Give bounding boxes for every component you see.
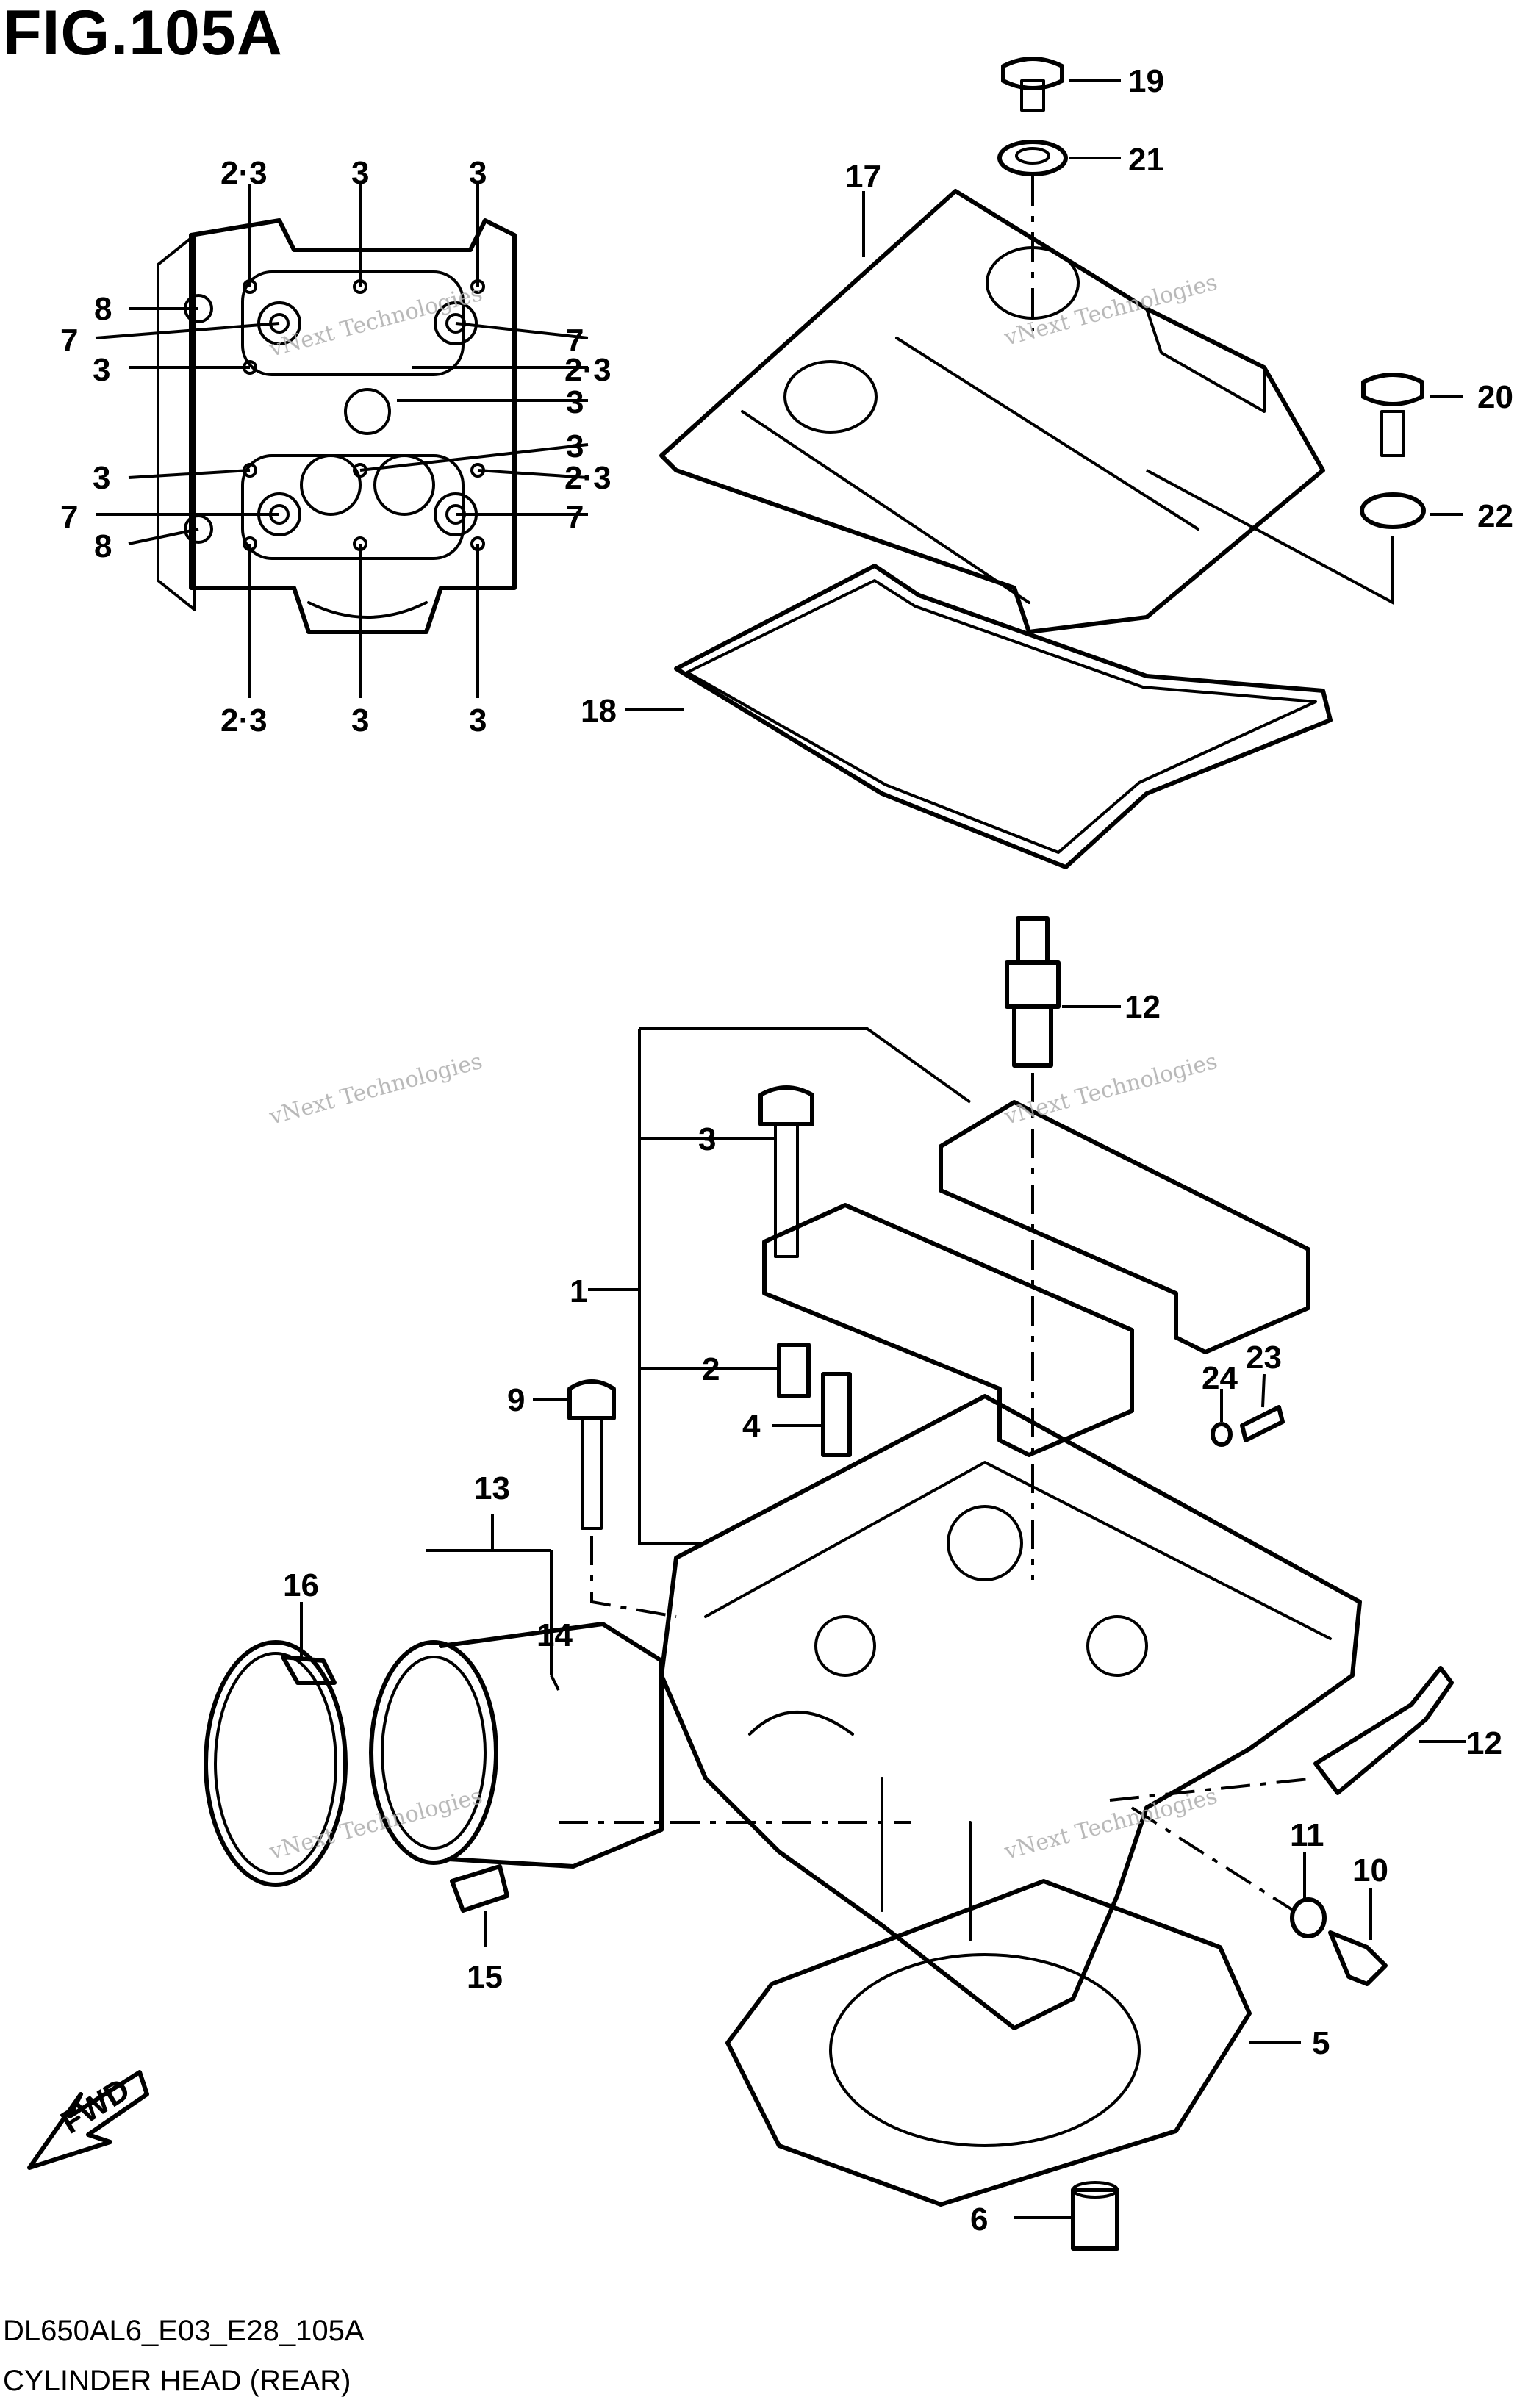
callout: 3 bbox=[93, 352, 110, 388]
callout: 6 bbox=[970, 2202, 988, 2238]
fwd-arrow-icon: FWD bbox=[27, 2070, 149, 2170]
callout: 7 bbox=[60, 323, 78, 359]
callout: 23 bbox=[1246, 1340, 1282, 1376]
callout: 11 bbox=[1290, 1817, 1324, 1853]
callout: 17 bbox=[845, 159, 881, 195]
callout: 12 bbox=[1466, 1725, 1502, 1761]
callout: 2·3 bbox=[220, 702, 268, 738]
callout: 3 bbox=[469, 702, 487, 738]
callout: 3 bbox=[93, 460, 110, 496]
callout: 3 bbox=[566, 428, 584, 464]
callout: 3 bbox=[351, 702, 369, 738]
callout: 1 bbox=[570, 1273, 587, 1309]
valve-cover bbox=[625, 57, 1463, 869]
callout: 21 bbox=[1128, 142, 1164, 178]
callout: 3 bbox=[566, 384, 584, 420]
callout: 2·3 bbox=[564, 352, 612, 388]
callout: 2 bbox=[702, 1351, 720, 1387]
figure-caption: CYLINDER HEAD (REAR) bbox=[3, 2365, 351, 2397]
callout: 3 bbox=[698, 1121, 716, 1157]
callout: 5 bbox=[1312, 2025, 1330, 2061]
watermark-line1: vNext Technologies bbox=[1001, 1783, 1220, 1865]
callout: 14 bbox=[537, 1617, 573, 1653]
callout: 4 bbox=[742, 1408, 761, 1444]
callout: 16 bbox=[283, 1567, 319, 1603]
callouts-head: 12 3 1 2 4 9 24 23 13 16 14 12 11 10 15 … bbox=[283, 989, 1502, 2238]
callout: 7 bbox=[566, 499, 584, 535]
callout: 20 bbox=[1477, 379, 1513, 415]
watermarks: vNext Technologies vNext Technologies vN… bbox=[266, 270, 1220, 1865]
callout: 3 bbox=[351, 155, 369, 191]
callout: 7 bbox=[566, 323, 584, 359]
callout: 18 bbox=[581, 693, 617, 729]
callout: 8 bbox=[94, 528, 112, 564]
callout: 13 bbox=[474, 1470, 510, 1506]
callout: 3 bbox=[469, 155, 487, 191]
callout: 12 bbox=[1125, 989, 1161, 1025]
callout: 7 bbox=[60, 499, 78, 535]
figure-title: FIG.105A bbox=[3, 0, 283, 68]
figure-code: DL650AL6_E03_E28_105A bbox=[3, 2315, 365, 2347]
callouts-cover: 19 21 17 20 22 18 bbox=[581, 63, 1513, 729]
callout: 8 bbox=[94, 291, 112, 327]
callout: 15 bbox=[467, 1959, 503, 1995]
callouts-top-view: 2·3 3 3 8 7 7 3 2·3 3 3 3 2·3 7 7 8 2·3 … bbox=[60, 155, 612, 738]
callout: 2·3 bbox=[564, 460, 612, 496]
callout: 9 bbox=[507, 1382, 525, 1418]
head-top-view bbox=[95, 184, 589, 698]
callout: 10 bbox=[1352, 1852, 1388, 1888]
cylinder-head: FWD bbox=[27, 916, 1466, 2251]
callout: 2·3 bbox=[220, 155, 268, 191]
callout: 24 bbox=[1202, 1360, 1238, 1396]
watermark-line1: vNext Technologies bbox=[266, 1049, 485, 1130]
callout: 19 bbox=[1128, 63, 1164, 99]
callout: 22 bbox=[1477, 498, 1513, 534]
